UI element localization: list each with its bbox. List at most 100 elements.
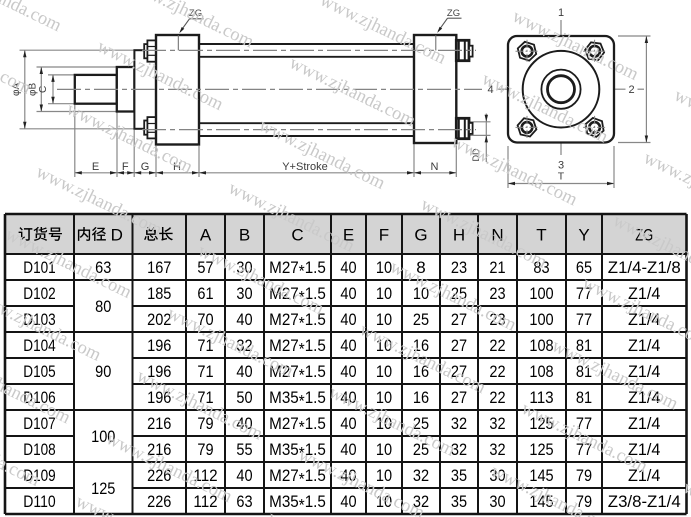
svg-text:40: 40 [340,466,356,485]
svg-text:10: 10 [376,284,392,303]
svg-text:10: 10 [376,258,392,277]
svg-text:M35*1.5: M35*1.5 [269,388,326,410]
svg-text:2: 2 [628,84,634,96]
svg-text:167: 167 [147,258,171,277]
svg-text:79: 79 [197,414,213,433]
svg-text:112: 112 [193,466,217,485]
svg-text:40: 40 [340,440,356,459]
svg-text:25: 25 [413,310,429,329]
svg-text:226: 226 [147,492,171,511]
svg-text:D105: D105 [23,362,55,381]
svg-text:M35*1.5: M35*1.5 [269,492,326,514]
svg-text:81: 81 [576,336,592,355]
svg-text:25: 25 [413,414,429,433]
svg-text:40: 40 [236,466,252,485]
svg-text:196: 196 [147,388,171,407]
svg-text:30: 30 [236,258,252,277]
svg-text:32: 32 [236,336,252,355]
svg-text:80: 80 [95,297,111,316]
svg-text:A: A [200,225,212,244]
svg-text:H: H [453,225,465,244]
svg-text:30: 30 [489,492,505,511]
svg-text:M27*1.5: M27*1.5 [269,310,326,332]
svg-text:D102: D102 [23,284,55,303]
svg-text:N: N [431,161,439,173]
svg-text:M27*1.5: M27*1.5 [269,466,326,488]
svg-text:8: 8 [416,258,425,277]
svg-text:G: G [141,161,150,173]
svg-text:M27*1.5: M27*1.5 [269,336,326,358]
svg-text:Y: Y [578,225,589,244]
svg-text:T: T [536,225,546,244]
svg-text:www.zjhanda.com: www.zjhanda.com [0,475,13,517]
svg-text:22: 22 [489,336,505,355]
svg-text:32: 32 [489,440,505,459]
svg-text:25: 25 [413,440,429,459]
svg-text:32: 32 [413,492,429,511]
svg-text:ZG: ZG [189,8,202,19]
svg-text:77: 77 [576,414,592,433]
svg-text:D103: D103 [23,310,55,329]
svg-text:40: 40 [340,492,356,511]
svg-text:C: C [291,225,303,244]
svg-text:30: 30 [489,466,505,485]
svg-text:202: 202 [147,310,171,329]
svg-text:H: H [173,161,181,173]
svg-text:E: E [343,225,354,244]
svg-text:M27*1.5: M27*1.5 [269,362,326,384]
svg-text:71: 71 [197,362,213,381]
svg-text:Y+Stroke: Y+Stroke [282,161,328,173]
svg-text:www.zjhanda.com: www.zjhanda.com [256,116,389,195]
svg-text:10: 10 [376,310,392,329]
svg-text:Z1/4-Z1/8: Z1/4-Z1/8 [608,258,681,277]
svg-text:10: 10 [376,388,392,407]
svg-text:83: 83 [533,258,549,277]
svg-text:55: 55 [236,440,252,459]
svg-text:M27*1.5: M27*1.5 [269,284,326,306]
svg-text:D109: D109 [23,466,55,485]
svg-text:23: 23 [489,310,505,329]
svg-text:10: 10 [376,336,392,355]
svg-text:B: B [239,225,250,244]
svg-text:Z1/4: Z1/4 [628,284,660,303]
svg-text:10: 10 [376,440,392,459]
svg-text:φB: φB [28,82,39,95]
svg-text:www.zjhanda.com: www.zjhanda.com [0,0,65,36]
svg-text:www.zjhanda.com: www.zjhanda.com [680,478,691,517]
svg-text:ZG: ZG [447,8,460,19]
svg-text:32: 32 [451,414,467,433]
svg-text:T: T [558,171,565,183]
svg-text:F: F [379,225,389,244]
svg-text:100: 100 [529,284,553,303]
svg-text:D104: D104 [23,336,55,355]
svg-text:100: 100 [529,310,553,329]
svg-text:112: 112 [193,492,217,511]
svg-text:77: 77 [576,440,592,459]
svg-text:40: 40 [236,310,252,329]
svg-text:N: N [491,225,503,244]
svg-text:40: 40 [236,362,252,381]
svg-text:ZG: ZG [635,225,653,244]
svg-text:216: 216 [147,440,171,459]
svg-text:16: 16 [413,388,429,407]
svg-text:www.zjhanda.com: www.zjhanda.com [0,83,4,162]
svg-text:71: 71 [197,336,213,355]
svg-text:10: 10 [376,414,392,433]
svg-text:125: 125 [529,414,553,433]
svg-text:E: E [92,161,99,173]
svg-text:Z1/4: Z1/4 [628,310,660,329]
svg-text:145: 145 [529,466,553,485]
svg-text:40: 40 [340,414,356,433]
svg-text:3: 3 [558,160,564,172]
svg-text:50: 50 [236,388,252,407]
svg-text:108: 108 [529,336,553,355]
svg-text:196: 196 [147,362,171,381]
svg-text:Z1/4: Z1/4 [628,336,660,355]
svg-text:22: 22 [489,362,505,381]
svg-text:16: 16 [413,336,429,355]
svg-text:D101: D101 [23,258,55,277]
svg-text:10: 10 [376,492,392,511]
svg-text:125: 125 [91,479,115,498]
svg-text:D108: D108 [23,440,55,459]
svg-text:185: 185 [147,284,171,303]
